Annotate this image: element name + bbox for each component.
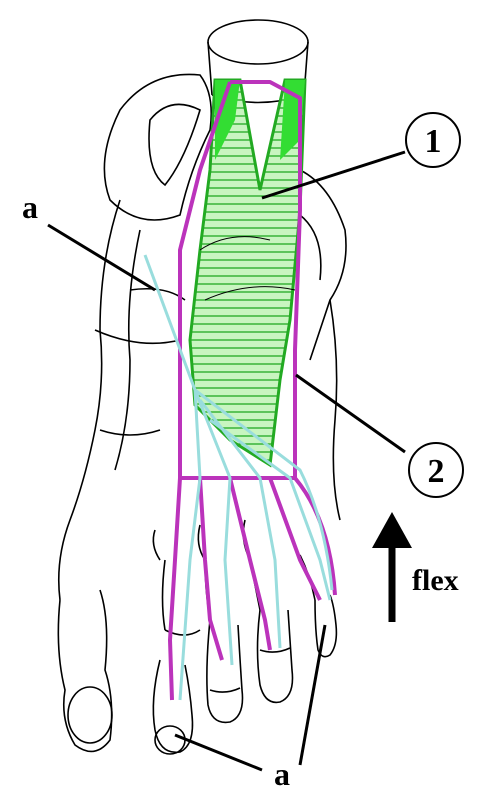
callout-2-label: 2 — [428, 453, 445, 490]
callout-1-label: 1 — [425, 123, 442, 160]
tibia-top — [208, 20, 308, 64]
label-a-top: a — [22, 189, 38, 225]
flex-arrow-icon — [372, 512, 412, 622]
toe-4 — [258, 610, 293, 702]
toe-1 — [58, 590, 111, 751]
label-a-bottom: a — [274, 756, 290, 792]
flex-label: flex — [412, 564, 459, 597]
toe-3 — [207, 620, 243, 722]
calcaneus — [104, 74, 211, 220]
